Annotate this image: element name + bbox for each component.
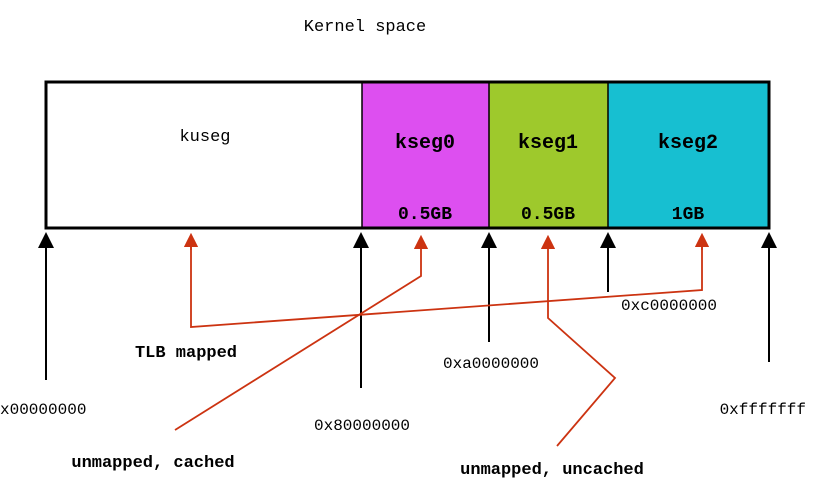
segment-kseg0 <box>362 82 489 228</box>
memory-bar-border <box>44 80 771 230</box>
segment-kseg1 <box>489 82 608 228</box>
annotation-tlb-mapped: TLB mapped <box>135 344 237 363</box>
address-label-2: 0xa0000000 <box>443 355 539 373</box>
address-label-0: x00000000 <box>0 401 86 419</box>
segment-size-kseg1: 0.5GB <box>521 205 575 225</box>
segment-label-kuseg: kuseg <box>179 128 230 147</box>
unmapped-cached-pointer-line <box>174 234 429 431</box>
tlb-mapped-pointer-line <box>190 240 703 328</box>
segment-label-kseg1: kseg1 <box>518 132 578 155</box>
annotation-unmapped-cached: unmapped, cached <box>71 454 234 473</box>
address-label-4: 0xfffffff <box>720 401 806 419</box>
segment-size-kseg2: 1GB <box>672 205 705 225</box>
segment-label-kseg0: kseg0 <box>395 132 455 155</box>
diagram-title: Kernel space <box>304 18 426 37</box>
unmapped-uncached-pointer-line <box>540 234 617 447</box>
segment-kseg2 <box>608 82 769 228</box>
segment-label-kseg2: kseg2 <box>658 132 718 155</box>
address-label-1: 0x80000000 <box>314 417 410 435</box>
annotation-unmapped-uncached: unmapped, uncached <box>460 461 644 480</box>
segment-size-kseg0: 0.5GB <box>398 205 452 225</box>
segment-kuseg <box>46 82 362 228</box>
address-label-3: 0xc0000000 <box>621 297 717 315</box>
